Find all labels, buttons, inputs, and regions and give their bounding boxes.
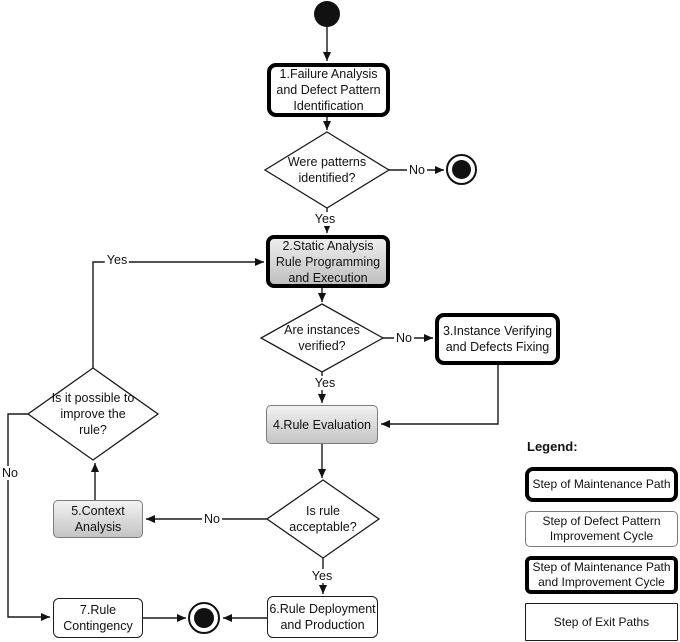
edge-label-acceptable-no: No bbox=[202, 512, 222, 526]
edge-label-acceptable-yes: Yes bbox=[309, 569, 335, 583]
decision-patterns-label: Were patterns identified? bbox=[287, 155, 367, 185]
decision-diamond-instances bbox=[259, 303, 385, 373]
end-node-top bbox=[446, 154, 477, 185]
edge-label-instances-no: No bbox=[394, 331, 414, 345]
activity-step5-context-analysis: 5.Context Analysis bbox=[53, 500, 143, 538]
edge-label-improve-yes: Yes bbox=[104, 253, 130, 267]
decision-diamond-acceptable bbox=[265, 479, 381, 559]
decision-diamond-patterns bbox=[263, 131, 391, 209]
decision-instances-label: Are instances verified? bbox=[284, 323, 360, 353]
legend-title: Legend: bbox=[527, 439, 578, 454]
edge-label-patterns-yes: Yes bbox=[312, 212, 338, 226]
edge-label-patterns-no: No bbox=[407, 163, 427, 177]
activity-step3-instance-verifying: 3.Instance Verifying and Defects Fixing bbox=[435, 313, 560, 365]
legend-item-maintenance-and-improvement: Step of Maintenance Path and Improvement… bbox=[525, 556, 678, 594]
edge-label-instances-yes: Yes bbox=[312, 376, 338, 390]
decision-acceptable-label: Is rule acceptable? bbox=[289, 504, 357, 534]
edge-decision-improve-yes-to-step2 bbox=[92, 258, 264, 368]
decision-diamond-improve bbox=[26, 367, 160, 461]
decision-improve-label: Is it possible to improve the rule? bbox=[51, 391, 135, 437]
legend-item-exit-paths: Step of Exit Paths bbox=[525, 603, 678, 641]
activity-step1-failure-analysis: 1.Failure Analysis and Defect Pattern Id… bbox=[267, 63, 390, 117]
activity-step7-rule-contingency: 7.Rule Contingency bbox=[53, 598, 143, 638]
edge-decision-improve-no-to-step7 bbox=[7, 413, 50, 621]
end-node-bottom bbox=[188, 602, 220, 634]
activity-step4-rule-evaluation: 4.Rule Evaluation bbox=[266, 405, 378, 444]
activity-step6-rule-deployment: 6.Rule Deployment and Production bbox=[267, 596, 378, 638]
end-node-bottom-core bbox=[194, 608, 214, 628]
activity-step2-static-analysis: 2.Static Analysis Rule Programming and E… bbox=[266, 235, 390, 288]
start-node bbox=[314, 1, 340, 27]
end-node-top-core bbox=[452, 160, 471, 179]
legend-item-defect-pattern-improvement: Step of Defect Pattern Improvement Cycle bbox=[525, 511, 678, 547]
edge-step3-to-step4 bbox=[381, 365, 499, 428]
edge-label-improve-no: No bbox=[0, 466, 20, 480]
legend-item-maintenance-path: Step of Maintenance Path bbox=[525, 467, 678, 502]
